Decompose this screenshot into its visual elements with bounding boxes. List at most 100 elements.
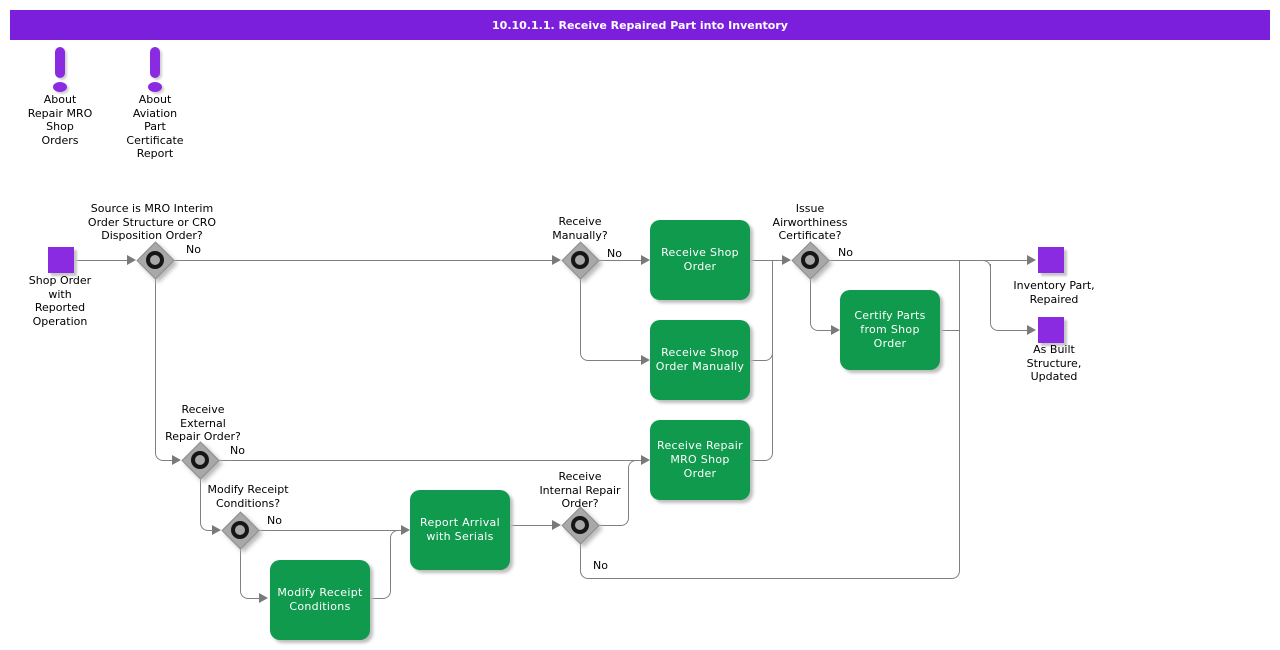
connector-corner (764, 452, 773, 461)
decision-external-repair (180, 440, 220, 480)
connector-corner (628, 460, 637, 469)
arrowhead-icon (552, 520, 561, 530)
exclamation-icon (55, 47, 65, 78)
connector-line (829, 260, 1027, 261)
branch-label-no: No (230, 444, 245, 457)
connector-line (580, 279, 581, 352)
connector-line (74, 260, 127, 261)
decision-internal-repair (560, 505, 600, 545)
task-receive-repair-mro-shop-order[interactable]: Receive Repair MRO Shop Order (650, 420, 750, 500)
end-event-inventory-part (1038, 247, 1064, 273)
exclamation-icon (150, 47, 160, 78)
start-event-shop-order (48, 247, 74, 273)
branch-label-no: No (607, 247, 622, 260)
arrowhead-icon (1027, 255, 1036, 265)
connector-line (390, 538, 391, 590)
connector-line (588, 360, 641, 361)
arrowhead-icon (641, 255, 650, 265)
connector-corner (155, 452, 164, 461)
connector-corner (620, 517, 629, 526)
arrowhead-icon (1027, 325, 1036, 335)
decision-modify-receipt-question: Modify Receipt Conditions? (207, 483, 289, 510)
end-event-as-built-label: As Built Structure, Updated (1026, 343, 1082, 383)
decision-internal-repair-question: Receive Internal Repair Order? (539, 470, 621, 510)
task-modify-receipt-conditions[interactable]: Modify Receipt Conditions (270, 560, 370, 640)
arrowhead-icon (401, 525, 410, 535)
connector-line (259, 530, 401, 531)
connector-line (628, 468, 629, 517)
connector-line (588, 578, 951, 579)
branch-label-no: No (267, 514, 282, 527)
decision-ring-icon (571, 516, 589, 534)
connector-line (370, 598, 382, 599)
connector-corner (240, 590, 249, 599)
arrowhead-icon (552, 255, 561, 265)
connector-line (510, 525, 552, 526)
connector-line (599, 260, 641, 261)
connector-line (155, 279, 156, 452)
connector-corner (580, 570, 589, 579)
connector-corner (580, 352, 589, 361)
exclamation-dot-icon (53, 82, 67, 92)
branch-label-no: No (593, 559, 608, 572)
decision-ring-icon (191, 451, 209, 469)
connector-line (959, 260, 960, 570)
arrowhead-icon (127, 255, 136, 265)
decision-receive-manually-question: Receive Manually? (552, 215, 608, 242)
connector-line (990, 264, 991, 322)
connector-line (750, 360, 764, 361)
connector-line (998, 330, 1027, 331)
branch-label-no: No (838, 246, 853, 259)
decision-source-order (135, 240, 175, 280)
connector-line (599, 525, 620, 526)
task-receive-shop-order[interactable]: Receive Shop Order (650, 220, 750, 300)
task-report-arrival-with-serials[interactable]: Report Arrival with Serials (410, 490, 510, 570)
start-event-label: Shop Order with Reported Operation (28, 274, 92, 328)
decision-external-repair-question: Receive External Repair Order? (165, 403, 241, 443)
connector-corner (810, 322, 819, 331)
decision-issue-certificate (790, 240, 830, 280)
connector-line (772, 260, 773, 452)
arrowhead-icon (259, 593, 268, 603)
task-receive-shop-order-manually[interactable]: Receive Shop Order Manually (650, 320, 750, 400)
decision-modify-receipt (220, 510, 260, 550)
connector-corner (382, 590, 391, 599)
task-certify-parts[interactable]: Certify Parts from Shop Order (840, 290, 940, 370)
branch-label-no: No (186, 243, 201, 256)
end-event-inventory-label: Inventory Part, Repaired (1013, 279, 1095, 306)
diagram-title: 10.10.1.1. Receive Repaired Part into In… (492, 18, 788, 32)
end-event-as-built (1038, 317, 1064, 343)
arrowhead-icon (641, 355, 650, 365)
arrowhead-icon (212, 525, 221, 535)
connector-corner (200, 522, 209, 531)
connector-line (248, 598, 259, 599)
diagram-title-bar: 10.10.1.1. Receive Repaired Part into In… (10, 10, 1270, 40)
exclamation-dot-icon (148, 82, 162, 92)
connector-line (940, 330, 959, 331)
note-label: About Repair MRO Shop Orders (27, 93, 93, 147)
connector-corner (951, 570, 960, 579)
arrowhead-icon (782, 255, 791, 265)
connector-line (219, 460, 641, 461)
connector-corner (990, 322, 999, 331)
connector-corner (390, 530, 399, 539)
connector-line (163, 460, 172, 461)
connector-line (750, 260, 782, 261)
connector-line (580, 544, 581, 570)
decision-ring-icon (146, 251, 164, 269)
connector-line (174, 260, 552, 261)
arrowhead-icon (172, 455, 181, 465)
decision-receive-manually (560, 240, 600, 280)
arrowhead-icon (641, 455, 650, 465)
connector-line (810, 279, 811, 322)
note-label: About Aviation Part Certificate Report (126, 93, 184, 160)
connector-line (208, 530, 212, 531)
connector-line (240, 549, 241, 590)
decision-ring-icon (801, 251, 819, 269)
decision-issue-certificate-question: Issue Airworthiness Certificate? (772, 202, 848, 242)
decision-ring-icon (231, 521, 249, 539)
connector-line (818, 330, 831, 331)
connector-line (200, 479, 201, 522)
connector-line (750, 460, 764, 461)
